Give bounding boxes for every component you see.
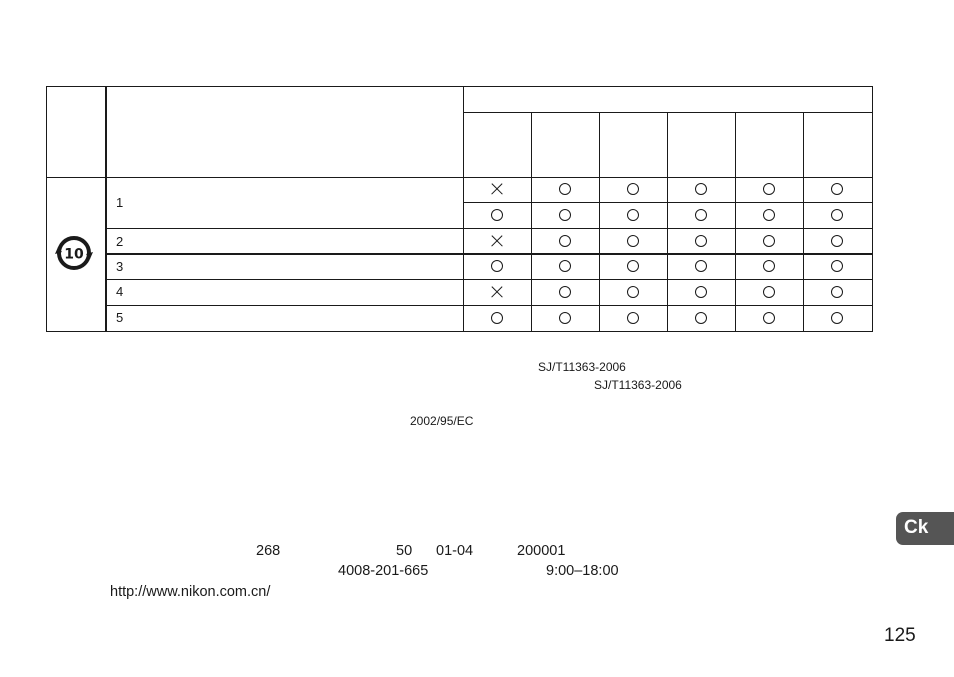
circle-mark [559, 312, 571, 324]
page-number: 125 [884, 625, 916, 646]
row-line [105, 228, 873, 229]
cross-mark [491, 286, 503, 298]
cross-mark [491, 235, 503, 247]
row-line [105, 253, 873, 255]
header-bottom-line [46, 177, 873, 178]
header-split-line [463, 112, 873, 113]
cross-mark [491, 183, 503, 195]
epup-years: 10 [64, 247, 84, 263]
standard-note-1: SJ/T11363-2006 [538, 360, 626, 374]
row-label: 5 [116, 310, 124, 325]
row-line [105, 305, 873, 306]
circle-mark [627, 260, 639, 272]
circle-mark [491, 209, 503, 221]
circle-mark [831, 312, 843, 324]
address-floor: 50 [396, 543, 413, 559]
circle-mark [627, 183, 639, 195]
table-right-border [872, 86, 873, 332]
column-divider [667, 112, 668, 332]
circle-mark [763, 312, 775, 324]
circle-mark [763, 235, 775, 247]
circle-mark [831, 183, 843, 195]
table-top-border [46, 86, 873, 87]
circle-mark [695, 183, 707, 195]
circle-mark [627, 209, 639, 221]
column-divider [599, 112, 600, 332]
icon-column-divider [105, 86, 107, 332]
circle-mark [491, 312, 503, 324]
circle-mark [695, 260, 707, 272]
circle-mark [559, 286, 571, 298]
circle-mark [695, 286, 707, 298]
circle-mark [627, 312, 639, 324]
standard-note-2: SJ/T11363-2006 [594, 378, 682, 392]
row-line [463, 202, 873, 203]
row-label: 2 [116, 234, 124, 249]
substance-table: 1 2 3 4 5 10 [46, 86, 873, 332]
website-link[interactable]: http://www.nikon.com.cn/ [110, 584, 271, 600]
circle-mark [559, 235, 571, 247]
address-room: 01-04 [436, 543, 474, 559]
circle-mark [559, 209, 571, 221]
language-tab-label: Ck [904, 517, 929, 538]
column-divider [531, 112, 532, 332]
language-tab: Ck [896, 512, 954, 545]
column-divider [735, 112, 736, 332]
directive-note: 2002/95/EC [410, 414, 474, 428]
circle-mark [559, 260, 571, 272]
circle-mark [695, 235, 707, 247]
circle-mark [831, 260, 843, 272]
environment-protection-use-period-icon: 10 [55, 236, 93, 270]
circle-mark [627, 235, 639, 247]
table-bottom-border [46, 331, 873, 332]
circle-mark [831, 286, 843, 298]
circle-mark [695, 209, 707, 221]
address-number: 268 [256, 543, 281, 559]
column-divider [803, 112, 804, 332]
circle-mark [491, 260, 503, 272]
table-left-border [46, 86, 47, 332]
postcode: 200001 [517, 543, 566, 559]
label-column-divider [463, 86, 464, 332]
service-hours: 9:00–18:00 [546, 563, 619, 579]
row-label: 4 [116, 284, 124, 299]
circle-mark [763, 183, 775, 195]
hotline-number: 4008-201-665 [338, 563, 429, 579]
circle-mark [627, 286, 639, 298]
circle-mark [763, 260, 775, 272]
row-line [105, 279, 873, 280]
row-label: 1 [116, 195, 124, 210]
circle-mark [559, 183, 571, 195]
circle-mark [763, 286, 775, 298]
circle-mark [831, 235, 843, 247]
circle-mark [695, 312, 707, 324]
circle-mark [831, 209, 843, 221]
row-label: 3 [116, 259, 124, 274]
circle-mark [763, 209, 775, 221]
